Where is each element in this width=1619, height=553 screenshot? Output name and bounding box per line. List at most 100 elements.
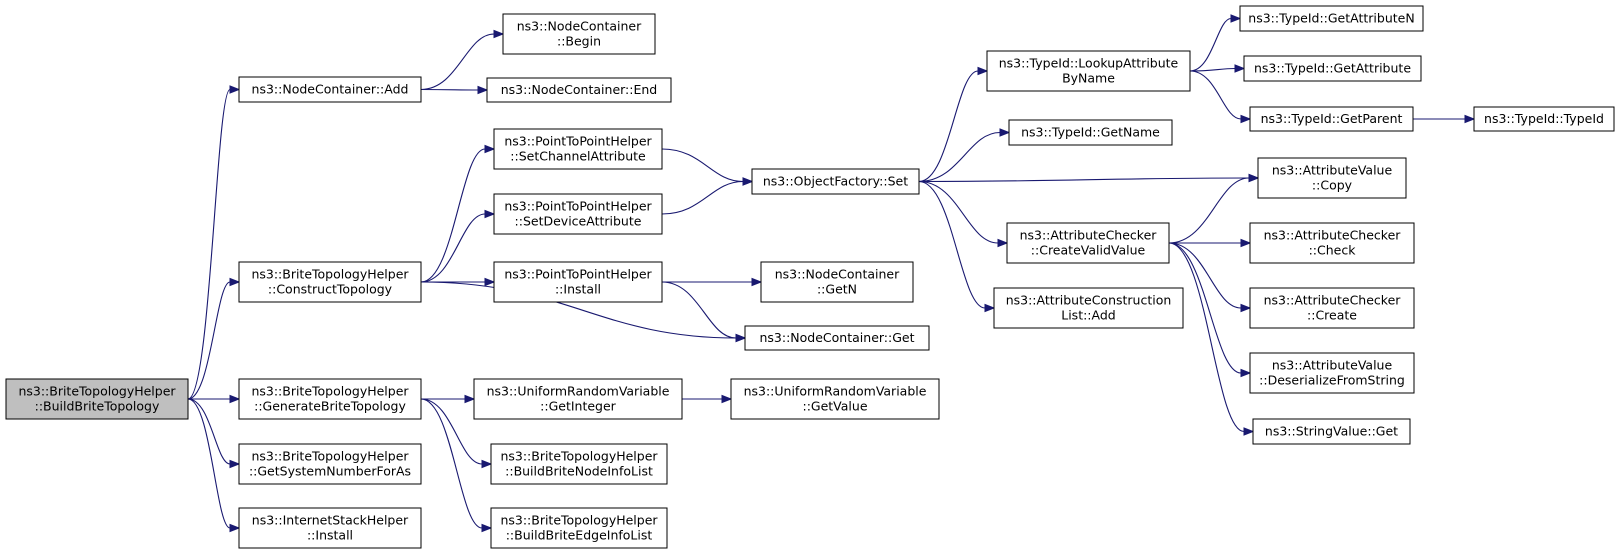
node-n7[interactable]: ns3::NodeContainer::End	[486, 77, 672, 103]
node-box	[993, 287, 1184, 329]
node-label: ns3::NodeContainer	[775, 267, 900, 282]
edge-n0-n4	[187, 398, 241, 469]
node-label: ByName	[1062, 71, 1115, 86]
node-box	[1239, 5, 1424, 32]
node-n22[interactable]: ns3::TypeId::GetAttributeN	[1239, 5, 1424, 32]
node-n8[interactable]: ns3::PointToPointHelper::SetChannelAttri…	[493, 128, 663, 170]
node-label: ::Install	[307, 528, 353, 543]
node-n26[interactable]: ns3::AttributeChecker::Check	[1249, 222, 1415, 264]
node-n14[interactable]: ns3::BriteTopologyHelper::BuildBriteEdge…	[490, 507, 668, 549]
edge-n20-n28	[1168, 242, 1252, 378]
node-n28[interactable]: ns3::AttributeValue::DeserializeFromStri…	[1249, 352, 1415, 394]
edge-n3-n14	[420, 398, 493, 533]
node-n11[interactable]: ns3::NodeContainer::Get	[744, 325, 930, 351]
node-n23[interactable]: ns3::TypeId::GetAttribute	[1243, 55, 1422, 82]
node-n9[interactable]: ns3::PointToPointHelper::SetDeviceAttrib…	[493, 193, 663, 235]
node-box	[238, 378, 422, 420]
node-box	[1008, 119, 1173, 146]
node-box	[473, 378, 683, 420]
node-label: ::BuildBriteEdgeInfoList	[506, 528, 653, 543]
edge-n9-n15	[661, 177, 754, 215]
edge-n3-n12	[420, 394, 476, 404]
edge-n18-n24	[1189, 70, 1252, 124]
edge-n18-n23	[1189, 64, 1246, 73]
edge-n1-n6	[420, 29, 505, 91]
node-n16[interactable]: ns3::NodeContainer::GetN	[760, 261, 914, 303]
node-label: ns3::AttributeChecker	[1264, 228, 1402, 243]
edge-n15-n20	[918, 180, 1009, 248]
node-n10[interactable]: ns3::PointToPointHelper::Install	[493, 261, 663, 303]
node-label: ns3::NodeContainer::Add	[252, 82, 409, 97]
node-label: ::Check	[1309, 243, 1357, 258]
edge-n20-n25	[1168, 173, 1260, 244]
node-box	[493, 261, 663, 303]
edge-n24-n30	[1413, 114, 1476, 124]
node-label: ::SetChannelAttribute	[510, 149, 646, 164]
node-label: ns3::TypeId::GetName	[1021, 125, 1160, 140]
node-label: ::Install	[555, 282, 601, 297]
node-box	[238, 76, 422, 103]
node-n29[interactable]: ns3::StringValue::Get	[1252, 418, 1411, 445]
node-label: ns3::InternetStackHelper	[252, 513, 409, 528]
node-label: ns3::PointToPointHelper	[504, 134, 652, 149]
node-n5[interactable]: ns3::InternetStackHelper::Install	[238, 507, 422, 549]
node-n25[interactable]: ns3::AttributeValue::Copy	[1257, 157, 1407, 199]
node-box	[486, 77, 672, 103]
edge-n15-n21	[918, 180, 996, 313]
node-n0[interactable]: ns3::BriteTopologyHelper::BuildBriteTopo…	[5, 378, 189, 420]
edge-n1-n7	[420, 85, 489, 95]
node-box	[238, 443, 422, 485]
node-label: ::Create	[1307, 308, 1357, 323]
node-box	[493, 128, 663, 170]
node-box	[1257, 157, 1407, 199]
edge-n0-n2	[187, 277, 241, 400]
node-n1[interactable]: ns3::NodeContainer::Add	[238, 76, 422, 103]
node-label: ns3::BriteTopologyHelper	[500, 449, 658, 464]
node-label: ns3::AttributeValue	[1272, 358, 1393, 373]
node-box	[1243, 55, 1422, 82]
node-n24[interactable]: ns3::TypeId::GetParent	[1249, 106, 1414, 132]
node-label: ns3::NodeContainer::End	[501, 82, 657, 97]
node-box	[1249, 287, 1415, 329]
node-label: ns3::UniformRandomVariable	[487, 384, 670, 399]
node-box	[1249, 352, 1415, 394]
edge-n15-n18	[918, 66, 989, 183]
node-n6[interactable]: ns3::NodeContainer::Begin	[502, 13, 656, 55]
node-box	[493, 193, 663, 235]
node-n3[interactable]: ns3::BriteTopologyHelper::GenerateBriteT…	[238, 378, 422, 420]
edge-n20-n29	[1168, 242, 1255, 436]
node-label: ns3::TypeId::TypeId	[1484, 111, 1604, 126]
node-label: ns3::AttributeConstruction	[1006, 293, 1172, 308]
edges-layer	[187, 14, 1476, 533]
node-label: ns3::TypeId::GetAttributeN	[1248, 11, 1414, 26]
node-n30[interactable]: ns3::TypeId::TypeId	[1473, 106, 1615, 132]
node-n19[interactable]: ns3::TypeId::GetName	[1008, 119, 1173, 146]
node-box	[238, 507, 422, 549]
node-n4[interactable]: ns3::BriteTopologyHelper::GetSystemNumbe…	[238, 443, 422, 485]
node-box	[1249, 222, 1415, 264]
node-label: ns3::PointToPointHelper	[504, 267, 652, 282]
node-label: ns3::BriteTopologyHelper	[18, 384, 176, 399]
node-n15[interactable]: ns3::ObjectFactory::Set	[751, 168, 920, 195]
node-box	[502, 13, 656, 55]
node-label: ns3::AttributeValue	[1272, 163, 1393, 178]
node-box	[238, 261, 422, 303]
node-n13[interactable]: ns3::BriteTopologyHelper::BuildBriteNode…	[490, 443, 668, 485]
node-n27[interactable]: ns3::AttributeChecker::Create	[1249, 287, 1415, 329]
node-label: ::ConstructTopology	[268, 282, 393, 297]
node-label: ns3::TypeId::GetParent	[1261, 111, 1403, 126]
node-label: ::BuildBriteNodeInfoList	[505, 464, 653, 479]
node-box	[1006, 222, 1170, 264]
node-n17[interactable]: ns3::UniformRandomVariable::GetValue	[730, 378, 940, 420]
node-n12[interactable]: ns3::UniformRandomVariable::GetInteger	[473, 378, 683, 420]
node-label: ns3::PointToPointHelper	[504, 199, 652, 214]
node-n2[interactable]: ns3::BriteTopologyHelper::ConstructTopol…	[238, 261, 422, 303]
node-label: ns3::BriteTopologyHelper	[500, 513, 658, 528]
node-box	[5, 378, 189, 420]
node-box	[986, 50, 1191, 92]
node-label: ns3::NodeContainer::Get	[760, 330, 915, 345]
node-n20[interactable]: ns3::AttributeChecker::CreateValidValue	[1006, 222, 1170, 264]
